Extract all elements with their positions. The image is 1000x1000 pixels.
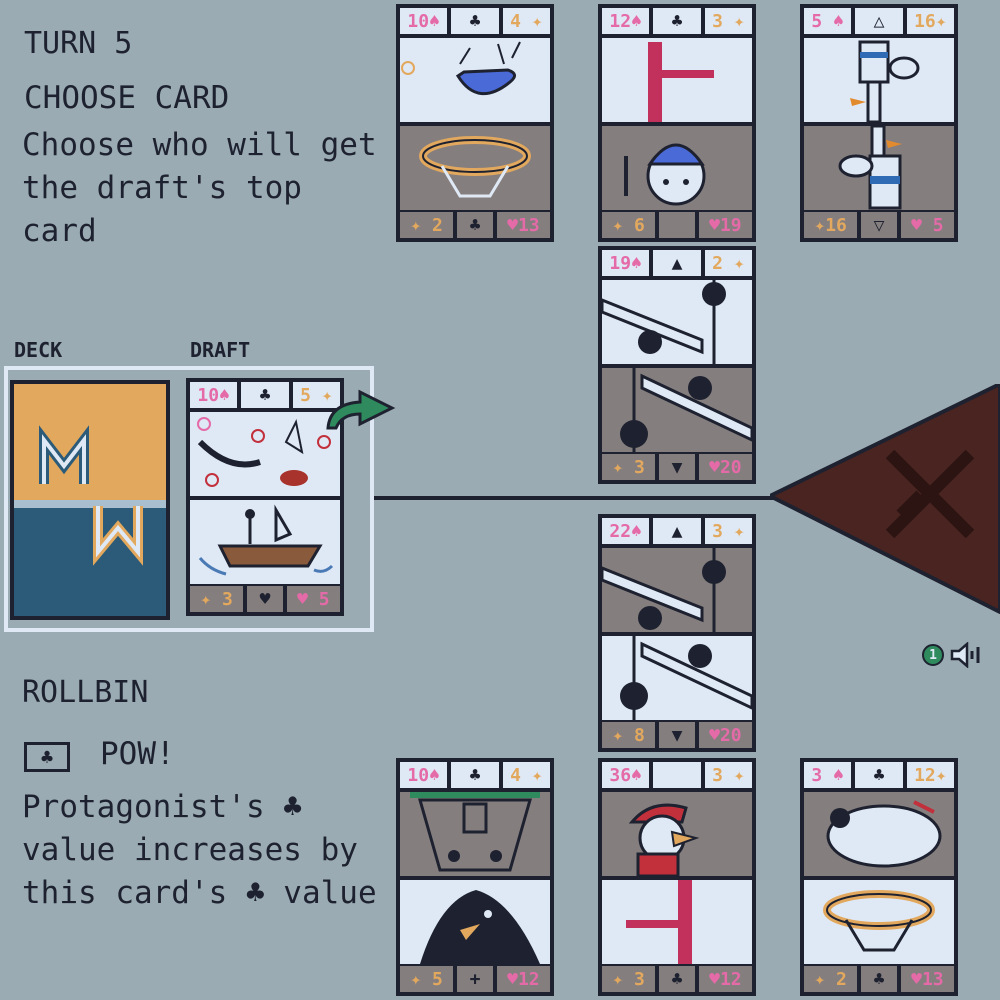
enemy-card-2[interactable]: 12♠ ♣ 3 ✦ ✦ 6 ♥19 xyxy=(598,4,756,242)
card-art-top xyxy=(602,280,752,364)
card-suit: ▼ xyxy=(659,722,695,748)
card-level: 5 ♠ xyxy=(804,8,852,34)
speaker-icon[interactable] xyxy=(950,642,984,668)
card-level: 3 ♠ xyxy=(804,762,852,788)
deck-logo-icon xyxy=(14,425,166,566)
card-art-top xyxy=(400,38,550,122)
card-cost: 12✦ xyxy=(906,762,954,788)
ability-description: Protagonist's ♣ value increases by this … xyxy=(22,789,377,911)
card-attack: ✦ 3 xyxy=(602,454,656,480)
lane-card-upper[interactable]: 19♠ ▲ 2 ✦ ✦ 3 ▼ ♥20 xyxy=(598,246,756,484)
card-health: ♥ 5 xyxy=(900,212,954,238)
ability-title: POW! xyxy=(100,736,175,772)
crossed-swords-boss-icon[interactable] xyxy=(770,384,1000,614)
sound-badge: 1 xyxy=(922,644,944,666)
card-suit: ▽ xyxy=(861,212,897,238)
card-attack: ✦ 2 xyxy=(400,212,454,238)
card-art-bottom xyxy=(190,500,340,584)
phase-title: CHOOSE CARD xyxy=(24,80,230,116)
card-art-top xyxy=(602,548,752,632)
card-level: 19♠ xyxy=(602,250,650,276)
card-attack: ✦ 8 xyxy=(602,722,656,748)
card-level: 22♠ xyxy=(602,518,650,544)
card-attack: ✦ 6 xyxy=(602,212,656,238)
card-type-icon xyxy=(653,762,701,788)
sound-control[interactable]: 1 xyxy=(922,642,984,668)
card-type-icon: ▲ xyxy=(653,250,701,276)
card-type-icon: ♣ xyxy=(451,8,499,34)
card-art-top xyxy=(400,792,550,876)
card-art-bottom xyxy=(400,880,550,964)
card-art-top xyxy=(602,38,752,122)
club-icon: ♣ xyxy=(24,742,70,772)
card-level: 10♠ xyxy=(400,762,448,788)
send-arrow-icon[interactable] xyxy=(320,388,398,432)
lane-card-lower[interactable]: 22♠ ▲ 3 ✦ ✦ 8 ▼ ♥20 xyxy=(598,514,756,752)
phase-instruction: Choose who will get the draft's top card xyxy=(22,127,377,249)
card-cost: 4 ✦ xyxy=(502,8,550,34)
deck-pile[interactable] xyxy=(10,380,170,620)
card-level: 10♠ xyxy=(190,382,238,408)
card-health: ♥12 xyxy=(698,966,752,992)
card-cost: 3 ✦ xyxy=(704,518,752,544)
card-suit xyxy=(659,212,695,238)
card-level: 12♠ xyxy=(602,8,650,34)
draft-panel xyxy=(4,366,374,632)
card-art-top xyxy=(602,792,752,876)
card-art-bottom xyxy=(804,880,954,964)
card-art-bottom xyxy=(602,636,752,720)
card-health: ♥ 5 xyxy=(286,586,340,612)
deck-label: DECK xyxy=(14,338,63,362)
card-health: ♥20 xyxy=(698,722,752,748)
card-art-bottom xyxy=(400,126,550,210)
card-art-top xyxy=(804,38,954,122)
card-cost: 2 ✦ xyxy=(704,250,752,276)
card-suit: ♥ xyxy=(247,586,283,612)
card-cost: 4 ✦ xyxy=(502,762,550,788)
enemy-card-1[interactable]: 10♠ ♣ 4 ✦ ✦ 2 ♣ ♥13 xyxy=(396,4,554,242)
player-card-1[interactable]: 10♠ ♣ 4 ✦ ✦ 5 + ♥12 xyxy=(396,758,554,996)
card-level: 36♠ xyxy=(602,762,650,788)
draft-label: DRAFT xyxy=(190,338,251,362)
card-attack: ✦ 3 xyxy=(190,586,244,612)
card-suit: ♣ xyxy=(457,212,493,238)
card-art-bottom xyxy=(602,126,752,210)
card-cost: 16✦ xyxy=(906,8,954,34)
card-attack: ✦16 xyxy=(804,212,858,238)
draft-card[interactable]: 10♠ ♣ 5 ✦ ✦ 3 ♥ ♥ 5 xyxy=(186,378,344,616)
card-health: ♥12 xyxy=(496,966,550,992)
card-suit: ♣ xyxy=(659,966,695,992)
turn-counter: TURN 5 xyxy=(24,26,133,61)
card-suit: ▼ xyxy=(659,454,695,480)
card-health: ♥13 xyxy=(900,966,954,992)
card-suit: ♣ xyxy=(861,966,897,992)
card-type-icon: ♣ xyxy=(653,8,701,34)
player-card-2[interactable]: 36♠ 3 ✦ ✦ 3 ♣ ♥12 xyxy=(598,758,756,996)
card-art-bottom xyxy=(602,368,752,452)
card-art-bottom xyxy=(602,880,752,964)
card-attack: ✦ 2 xyxy=(804,966,858,992)
lane-divider xyxy=(374,496,774,500)
card-cost: 3 ✦ xyxy=(704,8,752,34)
card-suit: + xyxy=(457,966,493,992)
card-level: 10♠ xyxy=(400,8,448,34)
card-type-icon: ♣ xyxy=(855,762,903,788)
player-card-3[interactable]: 3 ♠ ♣ 12✦ ✦ 2 ♣ ♥13 xyxy=(800,758,958,996)
card-attack: ✦ 3 xyxy=(602,966,656,992)
card-art-top xyxy=(190,412,340,496)
card-health: ♥13 xyxy=(496,212,550,238)
card-health: ♥20 xyxy=(698,454,752,480)
card-cost: 3 ✦ xyxy=(704,762,752,788)
card-art-bottom xyxy=(804,126,954,210)
selected-card-name: ROLLBIN xyxy=(22,675,149,710)
card-type-icon: ♣ xyxy=(241,382,289,408)
card-type-icon: ♣ xyxy=(451,762,499,788)
card-cost: 5 ✦ xyxy=(292,382,340,408)
card-attack: ✦ 5 xyxy=(400,966,454,992)
enemy-card-3[interactable]: 5 ♠ △ 16✦ ✦16 ▽ ♥ 5 xyxy=(800,4,958,242)
card-type-icon: ▲ xyxy=(653,518,701,544)
card-type-icon: △ xyxy=(855,8,903,34)
card-health: ♥19 xyxy=(698,212,752,238)
card-art-top xyxy=(804,792,954,876)
